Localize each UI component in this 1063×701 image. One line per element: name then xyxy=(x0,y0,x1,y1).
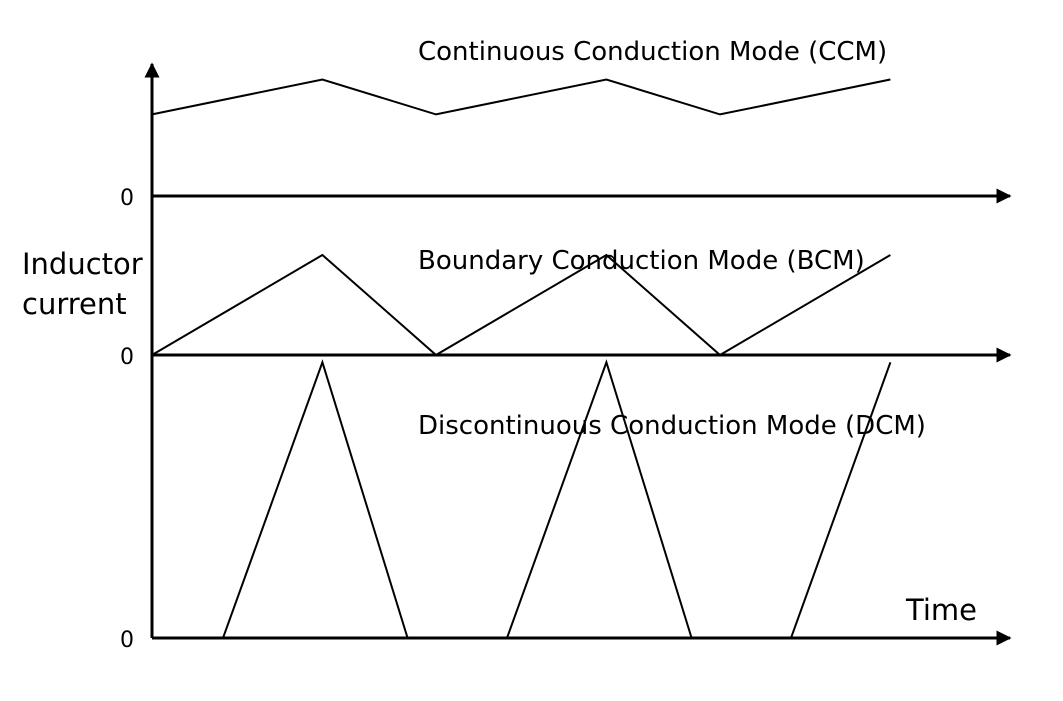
dcm-zero-label: 0 xyxy=(120,628,134,653)
dcm-title: Discontinuous Conduction Mode (DCM) xyxy=(418,411,926,441)
xlabel-time: Time xyxy=(905,593,977,627)
bcm-zero-label: 0 xyxy=(120,345,134,370)
ccm-title: Continuous Conduction Mode (CCM) xyxy=(418,37,887,67)
ccm-zero-label: 0 xyxy=(120,186,134,211)
ylabel-line-1: Inductor xyxy=(22,247,143,281)
bcm-title: Boundary Conduction Mode (BCM) xyxy=(418,246,865,276)
bcm-waveform xyxy=(151,253,891,357)
dcm-waveform xyxy=(152,359,892,639)
ylabel-line-2: current xyxy=(22,287,127,321)
ccm-waveform xyxy=(151,78,891,116)
